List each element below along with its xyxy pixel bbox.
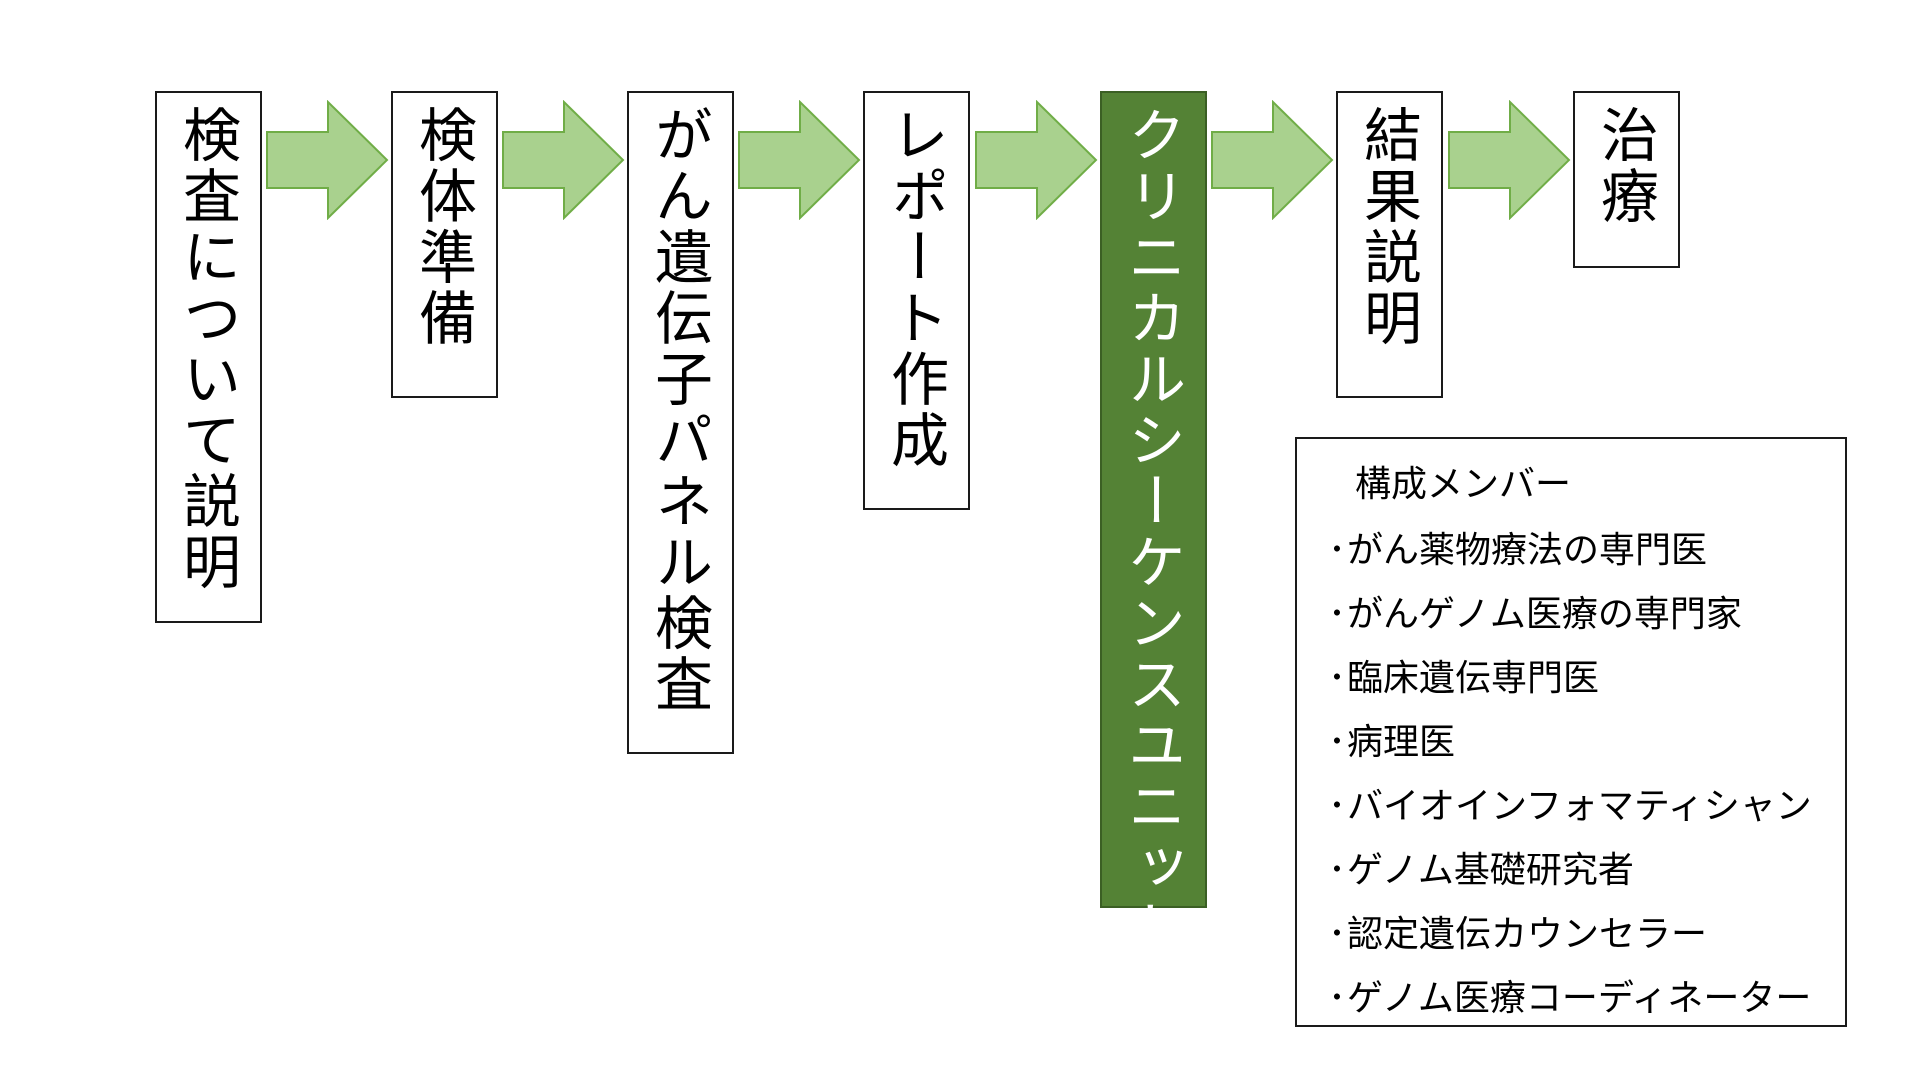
bullet: ･ (1328, 594, 1346, 635)
step-result-explanation: 結果説明 (1336, 91, 1443, 398)
members-title: 構成メンバー (1355, 464, 1572, 505)
step-label: がん遺伝子パネル検査 (645, 105, 713, 715)
step-label: クリニカルシーケンスユニット (1118, 105, 1186, 959)
list-item: ･病理医 (1327, 711, 1812, 775)
step-gene-panel-test: がん遺伝子パネル検査 (627, 91, 734, 754)
step-clinical-sequence-unit: クリニカルシーケンスユニット (1100, 91, 1207, 959)
bullet: ･ (1328, 658, 1346, 699)
list-item: ･ゲノム基礎研究者 (1327, 839, 1812, 903)
flow-arrow-icon (502, 100, 625, 220)
step-explanation: 検査について説明 (155, 91, 262, 623)
list-item: ･認定遺伝カウンセラー (1327, 903, 1812, 967)
list-item: ･臨床遺伝専門医 (1327, 647, 1812, 711)
bullet: ･ (1328, 850, 1346, 891)
list-item: ･ゲノム医療コーディネーター (1327, 967, 1812, 1031)
list-item: ･がんゲノム医療の専門家 (1327, 583, 1812, 647)
flow-arrow-icon (1448, 100, 1571, 220)
step-label: 結果説明 (1354, 105, 1422, 349)
step-report-creation: レポート作成 (863, 91, 970, 510)
bullet: ･ (1328, 530, 1346, 571)
bullet: ･ (1328, 978, 1346, 1019)
bullet: ･ (1328, 914, 1346, 955)
step-label: レポート作成 (881, 105, 949, 471)
step-label: 検査について説明 (173, 105, 241, 593)
flow-arrow-icon (975, 100, 1098, 220)
list-item: ･バイオインフォマティシャン (1327, 775, 1812, 839)
step-treatment: 治療 (1573, 91, 1680, 268)
bullet: ･ (1328, 786, 1346, 827)
flow-arrow-icon (1211, 100, 1334, 220)
bullet: ･ (1328, 722, 1346, 763)
flow-arrow-icon (738, 100, 861, 220)
flow-arrow-icon (266, 100, 389, 220)
members-list: ･がん薬物療法の専門医 ･がんゲノム医療の専門家 ･臨床遺伝専門医 ･病理医 ･… (1327, 519, 1812, 1031)
step-specimen-prep: 検体準備 (391, 91, 498, 398)
step-label: 治療 (1591, 105, 1659, 227)
step-label: 検体準備 (409, 105, 477, 349)
members-box: 構成メンバー ･がん薬物療法の専門医 ･がんゲノム医療の専門家 ･臨床遺伝専門医… (1295, 437, 1847, 1027)
list-item: ･がん薬物療法の専門医 (1327, 519, 1812, 583)
